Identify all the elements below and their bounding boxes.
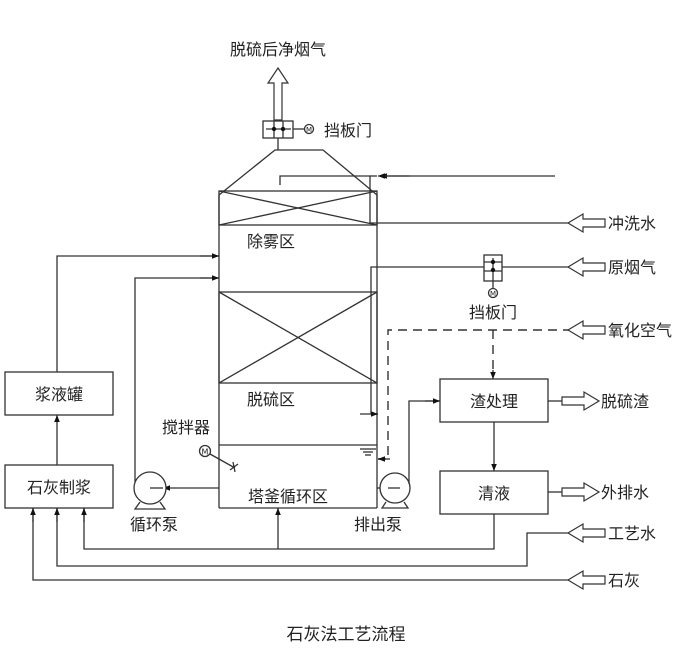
clear-liquid-box: 清液 [439, 470, 549, 515]
motor-symbol: M [306, 126, 312, 134]
motor-symbol: M [202, 448, 209, 457]
desulfurization-zone-label: 脱硫区 [247, 390, 295, 409]
hollow-arrow-left-icon [566, 256, 606, 278]
clean-gas-label: 脱硫后净烟气 [230, 40, 326, 59]
hollow-arrow-left-icon [566, 569, 606, 591]
top-damper-icon: M [262, 120, 315, 139]
tower-top-cone [218, 149, 378, 196]
flush-water-label: 冲洗水 [608, 214, 656, 233]
discharge-pump: 排出泵 [354, 398, 440, 534]
agitator: 搅拌器 M [162, 418, 239, 473]
clean-gas-outlet: M 挡板门 脱硫后净烟气 [230, 40, 372, 150]
raw-flue-gas-line: M 挡板门 原烟气 [360, 254, 656, 417]
slurry-tank-label: 浆液罐 [35, 385, 83, 404]
process-water-line [56, 508, 572, 567]
agitator-label: 搅拌器 [162, 418, 210, 437]
flush-water-line: 冲洗水 [279, 173, 656, 234]
desulfurization-slag-label: 脱硫渣 [601, 392, 649, 411]
clear-liquid-recycle-line [83, 508, 495, 550]
absorber-tower: 除雾区 脱硫区 塔釜循环区 [218, 149, 378, 509]
motor-symbol: M [490, 290, 496, 298]
process-water-label: 工艺水 [608, 524, 656, 543]
slurry-tank-box: 浆液罐 [4, 371, 114, 416]
hollow-arrow-right-icon [561, 481, 601, 503]
top-damper-label: 挡板门 [324, 121, 372, 140]
demister-packing [218, 190, 378, 226]
sump-zone-label: 塔釜循环区 [248, 487, 328, 506]
circulation-pump-label: 循环泵 [130, 515, 178, 534]
raw-flue-gas-label: 原烟气 [608, 258, 656, 277]
lime-slurry-prep-box: 石灰制浆 [4, 464, 114, 509]
hollow-arrow-right-icon [561, 390, 601, 412]
oxidation-air-line: 氧化空气 [378, 319, 672, 462]
lime-slurry-prep-label: 石灰制浆 [27, 478, 91, 497]
absorber-packing [218, 291, 378, 384]
slurry-feed-line [56, 255, 219, 372]
slag-treatment-box: 渣处理 [439, 378, 549, 423]
hollow-arrow-left-icon [566, 522, 606, 544]
diagram-title: 石灰法工艺流程 [287, 625, 406, 645]
lime-line [32, 508, 572, 581]
hollow-arrow-up-icon [266, 66, 290, 121]
oxidation-air-label: 氧化空气 [608, 321, 672, 340]
discharge-water-label: 外排水 [601, 483, 649, 502]
circulation-pump: 循环泵 [130, 275, 219, 534]
lime-label: 石灰 [608, 571, 640, 590]
hollow-arrow-left-icon [566, 319, 606, 341]
motor-icon [198, 444, 212, 458]
slag-treatment-label: 渣处理 [470, 392, 518, 411]
clear-liquid-label: 清液 [478, 484, 510, 503]
demist-zone-label: 除雾区 [247, 232, 295, 251]
inlet-damper-icon: M [483, 254, 503, 299]
inlet-damper-label: 挡板门 [469, 303, 517, 322]
liquid-level-icon [360, 448, 376, 456]
hollow-arrow-left-icon [566, 212, 606, 234]
discharge-pump-label: 排出泵 [354, 515, 402, 534]
